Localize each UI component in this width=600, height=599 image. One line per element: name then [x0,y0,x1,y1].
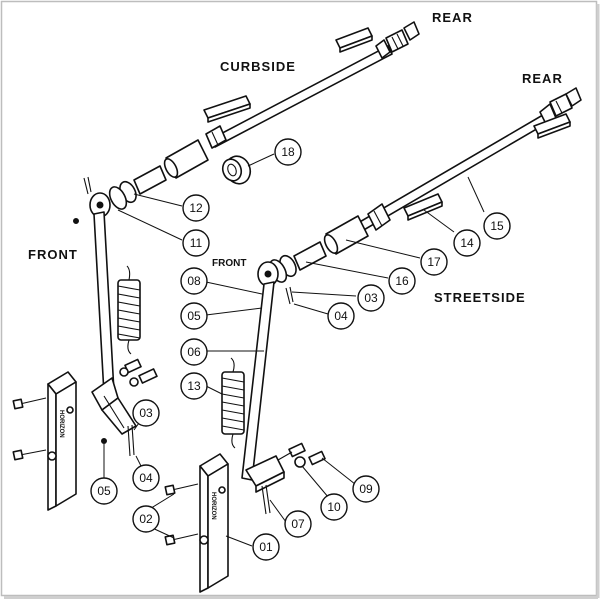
svg-text:06: 06 [187,345,201,359]
callout-05-top: 05 [180,302,208,330]
svg-text:18: 18 [281,145,295,159]
label-rear-right: REAR [522,71,563,86]
callout-13: 13 [180,372,208,400]
curbside-front-collar [205,125,227,149]
svg-text:03: 03 [364,291,378,305]
callout-18: 18 [274,138,302,166]
svg-text:05: 05 [187,309,201,323]
curbside-rear-tip [403,21,420,41]
svg-text:10: 10 [327,500,341,514]
label-rear-top: REAR [432,10,473,25]
label-curbside: CURBSIDE [220,59,296,74]
label-front-left: FRONT [28,247,78,262]
cotter-pin-left [127,425,131,457]
callout-08: 08 [180,267,208,295]
callout-04-bottom: 04 [132,464,160,492]
svg-text:11: 11 [190,236,203,250]
svg-text:02: 02 [139,512,153,526]
streetside-spring [221,357,245,449]
svg-text:13: 13 [187,379,201,393]
streetside-bar-assembly [257,87,582,309]
curbside-rod-bracket [91,377,137,457]
small-washer-top [73,218,79,224]
callout-04-top: 04 [327,302,355,330]
label-streetside: STREETSIDE [434,290,526,305]
cotter-pin-mid [285,287,291,305]
curbside-rear-collar [375,39,391,59]
streetside-mount-bracket: HORIZON [164,453,229,593]
small-washer-left [101,438,107,444]
callout-02: 02 [132,505,160,533]
cotter-pin-bottom [261,485,267,515]
callout-15: 15 [483,212,511,240]
curbside-mount-bracket: HORIZON [12,371,77,511]
leader-lines [103,153,485,547]
streetside-bracket-stamp: HORIZON [210,492,216,520]
callout-11: 11 [182,229,210,257]
streetside-rod-bracket [245,442,326,515]
curbside-joint [133,165,167,195]
callout-14: 14 [453,229,481,257]
curbside-rear-bushing [385,29,409,53]
callout-09: 09 [352,475,380,503]
svg-text:09: 09 [359,482,373,496]
svg-text:08: 08 [187,274,201,288]
callout-06: 06 [180,338,208,366]
callout-07: 07 [284,510,312,538]
svg-text:01: 01 [259,540,273,554]
curbside-spring [117,265,141,355]
streetside-link-rod [241,281,275,481]
svg-text:03: 03 [139,406,153,420]
svg-text:16: 16 [395,274,409,288]
label-front-small: FRONT [212,258,246,269]
svg-text:04: 04 [334,309,348,323]
curbside-bracket-stamp: HORIZON [58,410,64,438]
svg-text:14: 14 [460,236,474,250]
callout-16: 16 [388,267,416,295]
callout-03-top: 03 [357,284,385,312]
part-18-bushing [221,155,252,185]
curbside-bar-assembly [73,21,420,224]
streetside-joint [293,241,327,271]
callout-05-bottom: 05 [90,477,118,505]
svg-text:12: 12 [189,201,203,215]
svg-text:15: 15 [490,219,504,233]
svg-text:04: 04 [139,471,153,485]
svg-text:07: 07 [291,517,305,531]
callout-10: 10 [320,493,348,521]
svg-text:17: 17 [427,255,441,269]
callout-12: 12 [182,194,210,222]
curbside-link-rod [93,211,115,395]
streetside-collar [367,203,391,231]
callout-03-bottom: 03 [132,399,160,427]
callout-01: 01 [252,533,280,561]
curbside-bracket-hardware [119,358,158,387]
cotter-pin-top [83,177,89,195]
callout-17: 17 [420,248,448,276]
svg-text:05: 05 [97,484,111,498]
